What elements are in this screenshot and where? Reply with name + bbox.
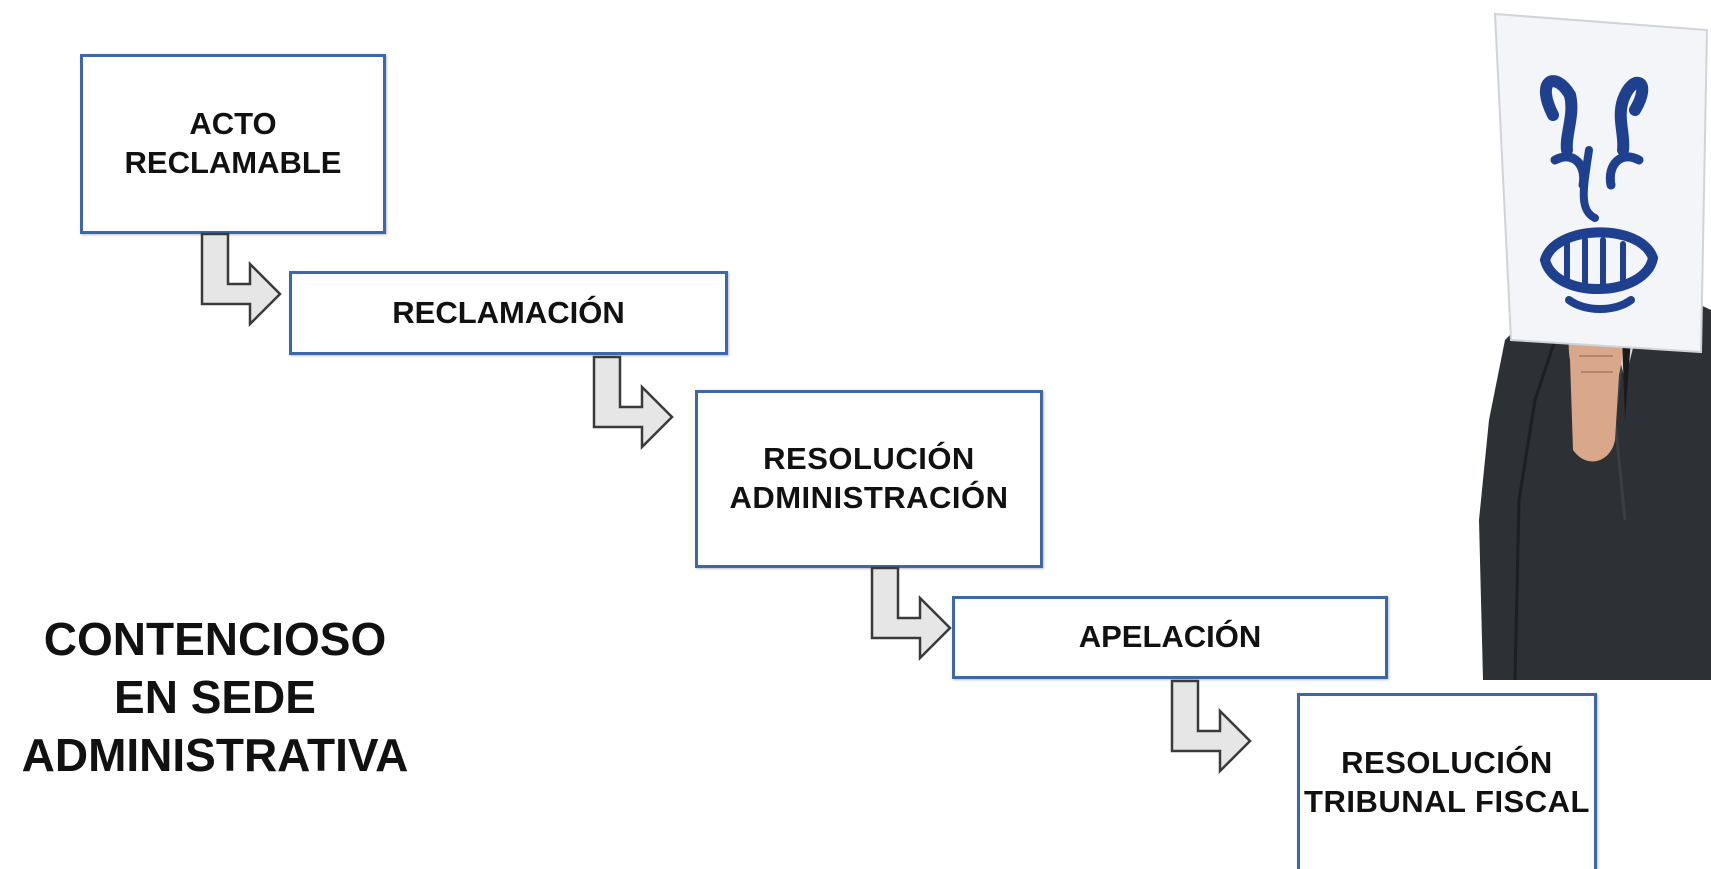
step-box-reclamacion: RECLAMACIÓN — [289, 271, 728, 355]
bent-arrow-icon — [592, 355, 674, 451]
bent-arrow-icon — [1170, 679, 1252, 775]
step-label: APELACIÓN — [1078, 619, 1262, 655]
step-label: RESOLUCIÓN ADMINISTRACIÓN — [729, 441, 1009, 515]
step-box-resolucion-tribunal-fiscal: RESOLUCIÓN TRIBUNAL FISCAL — [1297, 693, 1597, 869]
bent-arrow-icon — [870, 566, 952, 662]
step-box-resolucion-administracion: RESOLUCIÓN ADMINISTRACIÓN — [695, 390, 1043, 568]
step-label: RECLAMACIÓN — [392, 294, 625, 330]
angry-face-mask-icon — [1539, 75, 1659, 313]
step-box-acto-reclamable: ACTO RECLAMABLE — [80, 54, 386, 234]
diagram-title: CONTENCIOSO EN SEDE ADMINISTRATIVA — [21, 613, 409, 781]
person-holding-mask-illustration — [1479, 12, 1711, 680]
bent-arrow-icon — [200, 232, 282, 328]
step-label: RESOLUCIÓN TRIBUNAL FISCAL — [1304, 744, 1590, 819]
step-box-apelacion: APELACIÓN — [952, 596, 1388, 679]
step-label: ACTO RECLAMABLE — [124, 106, 342, 180]
